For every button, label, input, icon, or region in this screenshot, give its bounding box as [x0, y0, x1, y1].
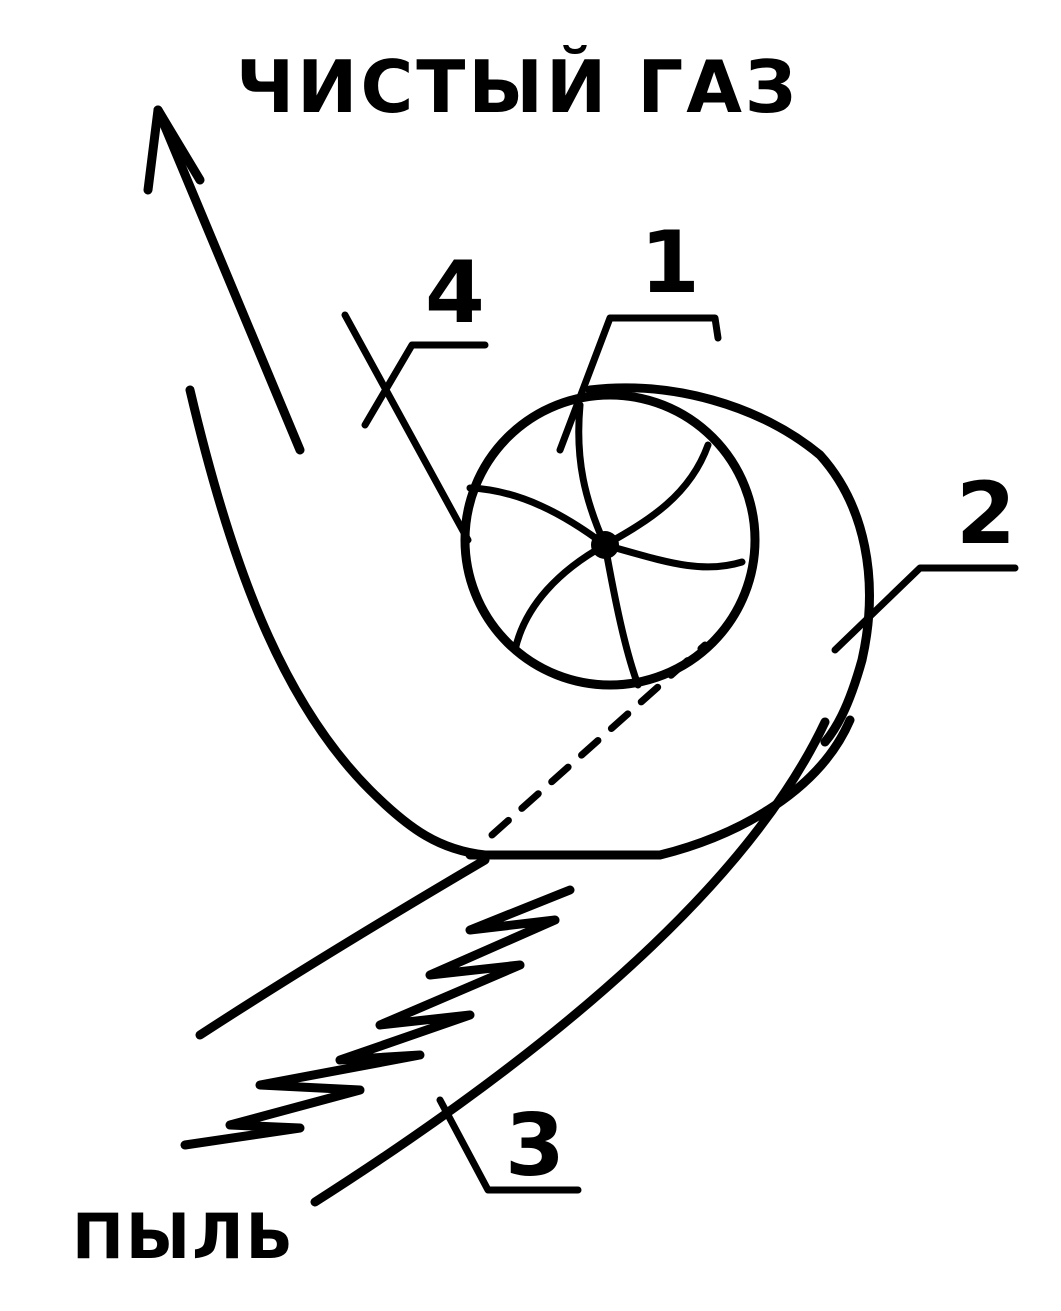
- leader-line-4: [341, 311, 472, 544]
- clean-gas-arrow: [143, 105, 305, 455]
- callout-number-2: 2: [956, 464, 1016, 564]
- rotor: [460, 390, 760, 690]
- callout-number-4: 4: [425, 243, 485, 343]
- callout-number-3: 3: [505, 1096, 565, 1196]
- leader-line-4-hook: [361, 341, 489, 429]
- leader-line-1: [556, 314, 722, 454]
- dust-flow-hatching: [180, 885, 575, 1150]
- leader-line-3: [436, 1096, 582, 1194]
- rotor-blade: [466, 484, 609, 549]
- rotor-blade: [601, 441, 712, 549]
- housing-left-wall: [185, 385, 490, 860]
- rotor-blade: [511, 541, 609, 654]
- dust-channel-outer-wall: [310, 717, 830, 1207]
- rotor-blade: [575, 401, 609, 549]
- clean-gas-label: ЧИСТЫЙ ГАЗ: [236, 45, 799, 129]
- rotor-blade: [601, 541, 746, 571]
- spiral-casing: [585, 383, 874, 747]
- dust-channel-inner-wall: [195, 855, 490, 1040]
- dust-label: ПЫЛЬ: [72, 1200, 295, 1273]
- leader-line-2: [831, 564, 1019, 654]
- callout-number-1: 1: [640, 213, 700, 313]
- rotor-blade: [601, 541, 642, 689]
